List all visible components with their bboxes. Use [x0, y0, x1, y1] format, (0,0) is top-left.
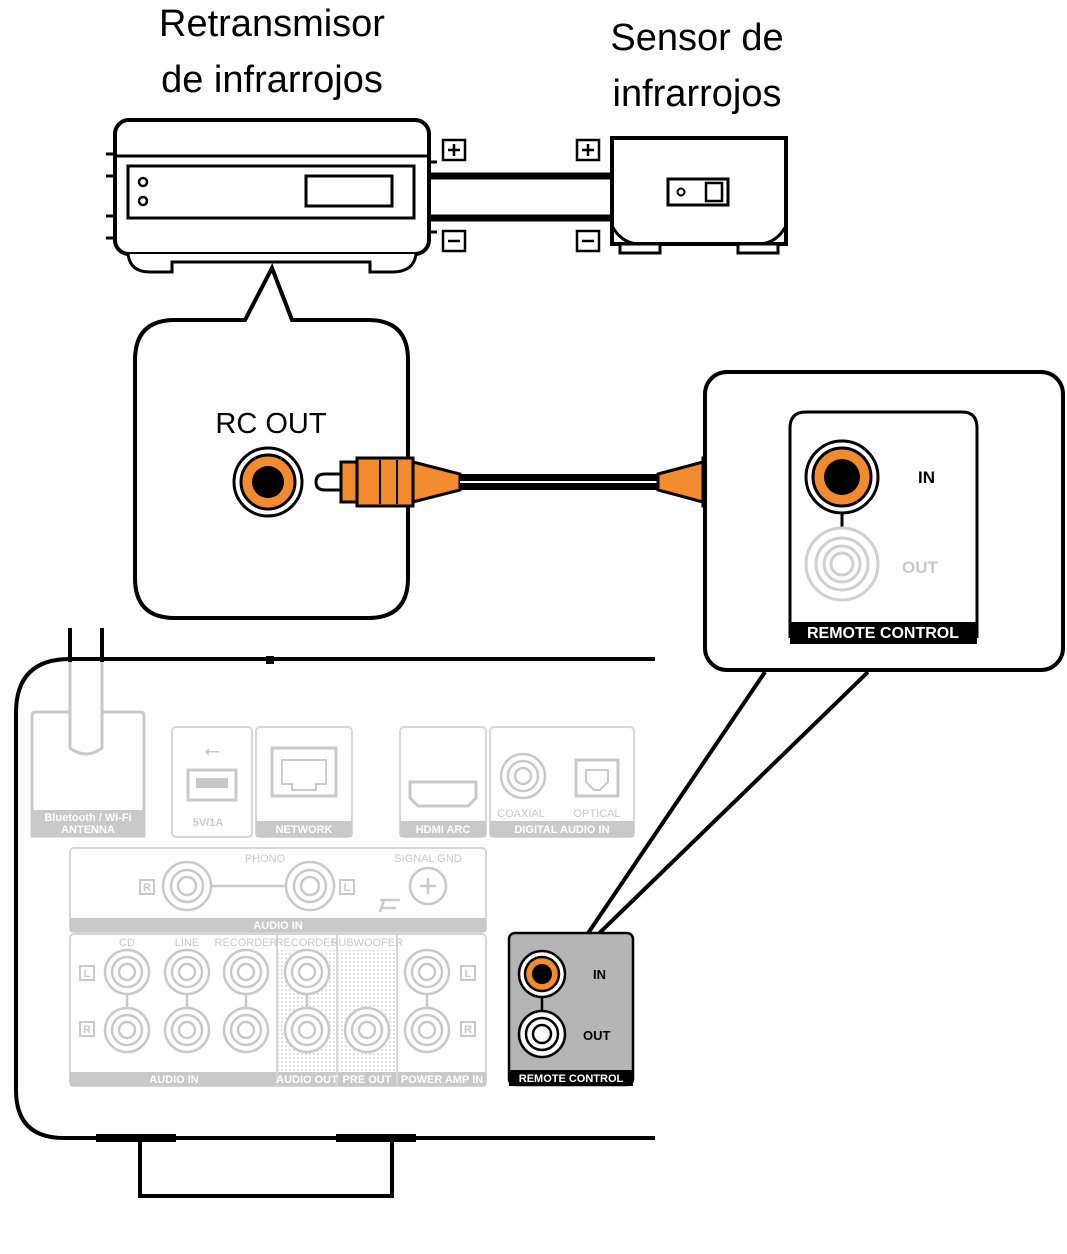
- sensor-title-line1: Sensor de: [610, 17, 783, 59]
- phono-l-label: L: [344, 882, 351, 894]
- sensor-plus-terminal: [575, 138, 601, 162]
- rc-out-callout: [133, 263, 410, 620]
- zoom-out-label: OUT: [902, 558, 939, 577]
- network-label: NETWORK: [276, 824, 333, 836]
- rear-remote-control-label: REMOTE CONTROL: [519, 1073, 624, 1085]
- hdmi-label: HDMI ARC: [416, 824, 471, 836]
- amplifier-rear-panel: [14, 656, 655, 1198]
- signal-gnd-label: SIGNAL GND: [394, 853, 461, 865]
- network-port: NETWORK: [255, 726, 353, 838]
- zoom-in-label: IN: [918, 468, 935, 487]
- analog-audio-bank: CD LINE RECORDER RECORDER SUBWOOFER L R …: [69, 933, 487, 1087]
- cd-label: CD: [119, 937, 135, 949]
- phono-section: PHONO SIGNAL GND R L AUDIO IN: [69, 847, 487, 933]
- ir-sensor-device: [610, 136, 788, 255]
- rc-out-jack: [232, 446, 304, 518]
- bank-r-right-label: R: [464, 1024, 472, 1036]
- bank-r-left-label: R: [83, 1024, 91, 1036]
- rear-out-label: OUT: [583, 1028, 611, 1043]
- usb-label: 5V/1A: [193, 817, 224, 829]
- rear-in-label: IN: [593, 967, 606, 982]
- sensor-title-line2: infrarrojos: [613, 73, 782, 115]
- phono-r-label: R: [143, 882, 151, 894]
- power-amp-in-label: POWER AMP IN: [401, 1074, 484, 1086]
- audio-out-label: AUDIO OUT: [276, 1074, 338, 1086]
- rear-remote-control-block: IN OUT REMOTE CONTROL: [507, 931, 635, 1087]
- recorder-in-label: RECORDER: [215, 937, 278, 949]
- zoom-remote-control-label: REMOTE CONTROL: [807, 625, 959, 642]
- usb-port: ⭠ 5V/1A: [171, 726, 253, 838]
- zoom-in-jack: [804, 439, 880, 515]
- hdmi-port: HDMI ARC: [399, 726, 487, 838]
- recorder-out-label: RECORDER: [276, 937, 339, 949]
- line-label: LINE: [175, 937, 199, 949]
- remote-control-zoom-panel: REMOTE CONTROL IN OUT: [703, 370, 1065, 672]
- bank-l-right-label: L: [465, 968, 472, 980]
- rc-out-label: RC OUT: [215, 408, 326, 440]
- pre-out-label: PRE OUT: [343, 1074, 392, 1086]
- zoom-out-jack: [804, 526, 880, 602]
- optical-label: OPTICAL: [573, 808, 620, 820]
- repeater-minus-terminal: [441, 229, 467, 253]
- phono-label: PHONO: [245, 853, 286, 865]
- zoom-pointer-right: [582, 670, 870, 950]
- repeater-plus-terminal: [441, 138, 467, 162]
- usb-icon: ⭠: [204, 738, 220, 762]
- digital-audio-in: COAXIAL OPTICAL DIGITAL AUDIO IN: [489, 726, 635, 838]
- repeater-title-line2: de infrarrojos: [161, 59, 383, 101]
- antenna: Bluetooth / Wi-Fi ANTENNA: [30, 628, 146, 838]
- repeater-title-line1: Retransmisor: [159, 3, 385, 45]
- audio-in-top-label: AUDIO IN: [253, 920, 303, 932]
- bank-l-left-label: L: [84, 968, 91, 980]
- audio-in-bottom-label: AUDIO IN: [149, 1074, 199, 1086]
- subwoofer-label: SUBWOOFER: [331, 937, 403, 949]
- rear-out-jack: [517, 1009, 567, 1059]
- zoom-pointer-left: [576, 670, 767, 950]
- ir-repeater-device: [106, 118, 437, 274]
- rear-in-jack: [517, 949, 567, 999]
- antenna-label-line1: Bluetooth / Wi-Fi: [44, 812, 131, 824]
- coaxial-label: COAXIAL: [497, 808, 545, 820]
- antenna-label-line2: ANTENNA: [61, 824, 115, 836]
- digital-in-label: DIGITAL AUDIO IN: [514, 824, 609, 836]
- sensor-minus-terminal: [575, 229, 601, 253]
